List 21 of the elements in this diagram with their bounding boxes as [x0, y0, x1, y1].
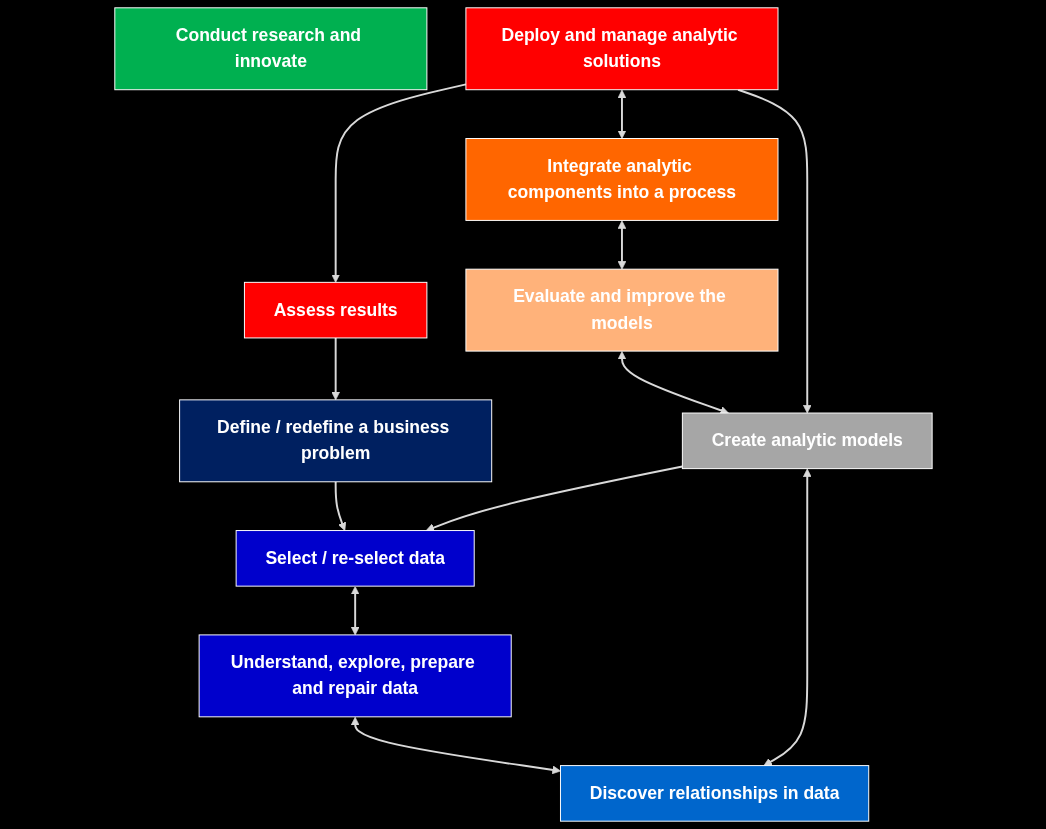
node-box: Evaluate and improve the models — [464, 268, 778, 352]
arrow — [617, 220, 626, 270]
node-box: Conduct research and innovate — [113, 7, 427, 91]
arrow — [763, 468, 812, 766]
node-box: Deploy and manage analytic solutions — [464, 7, 778, 91]
arrow — [350, 716, 561, 775]
node-box: Understand, explore, prepare and repair data — [198, 634, 512, 718]
node-box: Define / redefine a business problem — [178, 399, 492, 483]
arrow — [736, 88, 812, 414]
arrow — [617, 351, 729, 415]
arrow — [425, 465, 683, 532]
arrow — [330, 83, 467, 283]
node-box: Select / re-select data — [235, 530, 475, 587]
node-box: Create analytic models — [681, 412, 933, 470]
arrow — [350, 586, 359, 636]
node-box: Assess results — [243, 281, 427, 339]
arrow — [330, 336, 340, 401]
node-box: Integrate analytic components into a process — [464, 138, 778, 221]
arrow — [617, 89, 626, 139]
arrow — [334, 480, 346, 531]
node-box: Discover relationships in data — [559, 765, 869, 822]
